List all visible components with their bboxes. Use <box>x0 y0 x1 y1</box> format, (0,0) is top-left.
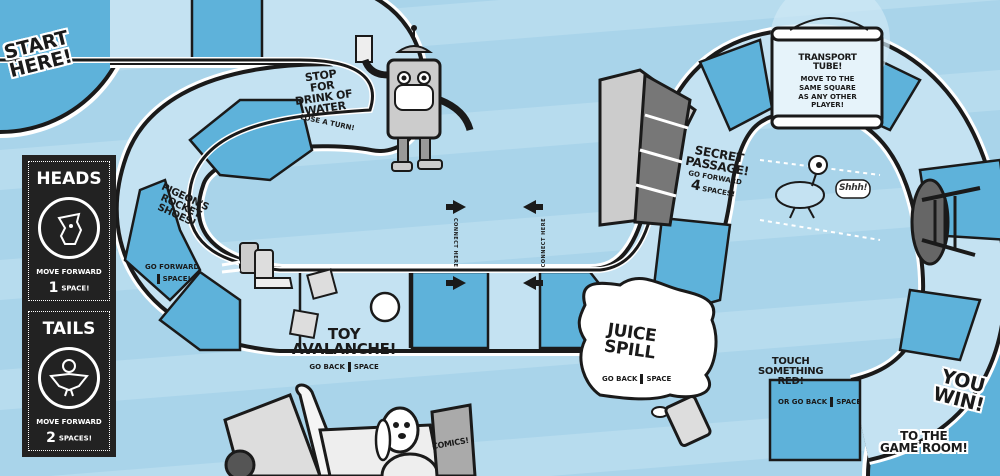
tails-title: TAILS <box>42 319 96 339</box>
comics-book-icon <box>430 403 477 476</box>
heads-title: HEADS <box>36 169 102 189</box>
manhole-ladder-icon <box>910 178 981 266</box>
connect-arrows <box>446 200 543 290</box>
rocket-shoes-instruction: GO FORWARD SPACE! <box>145 263 200 284</box>
finish-sublabel: TO THE GAME ROOM! <box>880 429 968 455</box>
square-touch-red: TOUCH SOMETHING RED! <box>758 356 824 387</box>
square-transport-tube: TRANSPORT TUBE! MOVE TO THE SAME SQUARE … <box>798 53 857 110</box>
baseball-icon <box>369 291 401 323</box>
pigeon-bird-icon <box>38 347 100 409</box>
spilled-cup-icon <box>664 395 712 447</box>
toy-blocks-icon <box>288 268 338 340</box>
connect-here-right: CONNECT HERE <box>541 218 547 268</box>
square-secret-passage: SECRET PASSAGE! GO FORWARD 4SPACES! <box>684 143 750 199</box>
speech-bubble: Shhh! <box>839 183 868 193</box>
toy-pile-icon <box>223 383 442 476</box>
rocket-shoes-icon <box>221 242 294 289</box>
bookshelf-icon <box>598 68 697 227</box>
square-juice-spill: JUICE SPILL <box>602 319 658 364</box>
robot-with-glass-icon <box>355 25 474 172</box>
connect-here-left: CONNECT HERE <box>452 218 458 268</box>
pigeon-sneaking-icon <box>775 155 828 219</box>
square-stop-drink: STOP FOR DRINK OF WATER LOSE A TURN! <box>294 67 356 133</box>
dog-face-icon <box>38 197 100 259</box>
